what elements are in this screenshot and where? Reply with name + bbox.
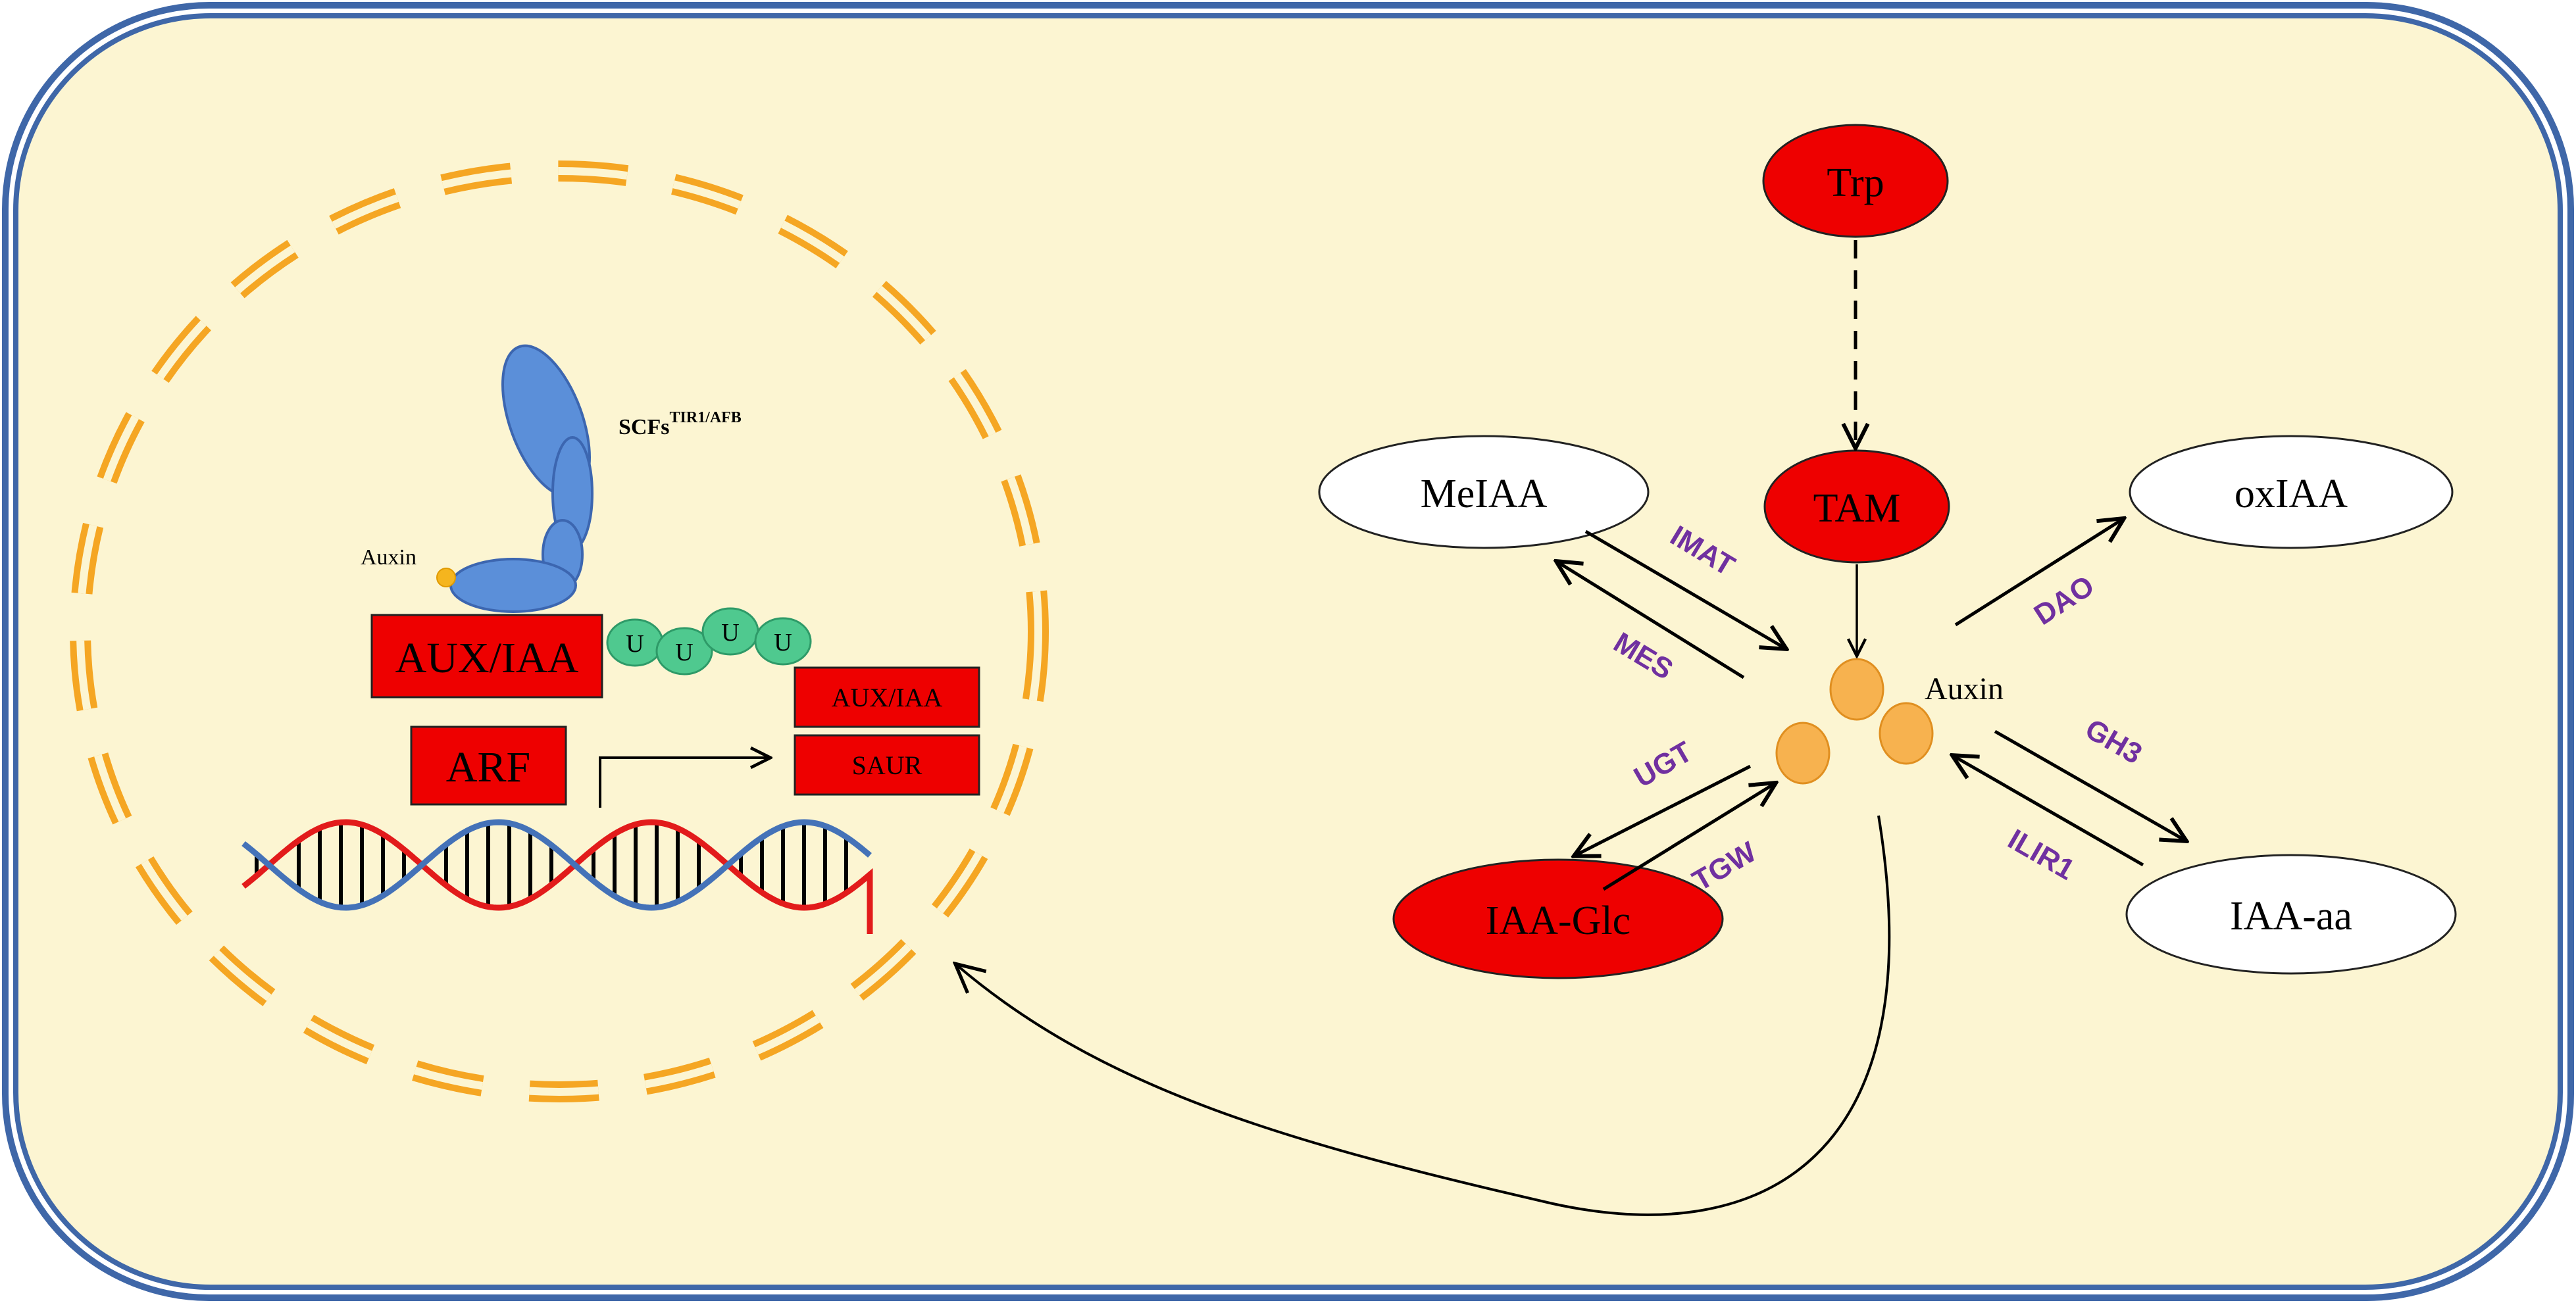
ubiquitin-1-label: U — [626, 630, 644, 658]
cell-body — [13, 13, 2563, 1290]
target-gene-aux-iaa-label: AUX/IAA — [832, 683, 943, 712]
arrow-auxin-to-iaa-aa — [1994, 729, 2185, 840]
node-trp-label: Trp — [1827, 160, 1884, 205]
transcription-arrow — [599, 758, 769, 808]
dna-double-helix — [241, 819, 873, 934]
auxin-pool — [1775, 658, 1934, 785]
dna-strand-blue — [241, 819, 872, 911]
arrow-iaa-glc-to-auxin — [1602, 784, 1774, 891]
auxin-metabolism: Trp TAM MeIAA oxIAA IAA-Glc IAA-aa Auxin — [957, 124, 2457, 1216]
ubiquitin-4 — [754, 617, 812, 666]
target-gene-saur-label: SAUR — [852, 750, 922, 780]
arrow-auxin-to-meiaa — [1558, 562, 1745, 679]
auxin-molecule-1 — [1829, 658, 1884, 721]
node-iaa-aa — [2125, 854, 2457, 975]
receptor-label: SCFsTIR1/AFB — [619, 409, 742, 439]
node-meiaa-label: MeIAA — [1421, 472, 1548, 516]
nuclear-auxin-label: Auxin — [361, 545, 417, 570]
scf-receptor-complex — [436, 344, 593, 613]
ubiquitin-3-label: U — [721, 619, 739, 647]
bound-auxin-dot — [436, 568, 456, 587]
ubiquitin-4-label: U — [774, 629, 792, 656]
arf-label: ARF — [446, 743, 530, 791]
dna-strand-red — [241, 819, 873, 934]
arf-box — [410, 725, 567, 806]
ubiquitin-chain: U U U U — [606, 607, 812, 676]
receptor-subunit-bottom — [449, 558, 577, 613]
aux-iaa-repressor-label: AUX/IAA — [395, 634, 579, 682]
auxin-molecule-3 — [1879, 702, 1934, 765]
node-oxiaa-label: oxIAA — [2235, 472, 2348, 516]
node-oxiaa — [2129, 435, 2454, 549]
node-iaa-glc-label: IAA-Glc — [1486, 898, 1630, 943]
nucleus: SCFsTIR1/AFB Auxin AUX/IAA U U U U ARF A… — [70, 160, 1049, 1102]
aux-iaa-repressor-box — [370, 614, 603, 699]
ubiquitin-2 — [655, 627, 713, 676]
target-gene-saur-box — [794, 734, 980, 796]
node-meiaa — [1318, 435, 1650, 549]
target-gene-aux-iaa-box — [794, 666, 980, 728]
auxin-molecule-2 — [1775, 722, 1831, 785]
arrow-auxin-to-oxiaa — [1954, 520, 2122, 627]
nuclear-envelope-dash-inner — [76, 167, 1042, 1096]
node-tam-label: TAM — [1813, 486, 1901, 531]
node-iaa-glc — [1392, 858, 1724, 979]
ubiquitin-2-label: U — [675, 639, 693, 666]
arrow-iaa-aa-to-auxin — [1954, 756, 2144, 867]
node-trp — [1762, 124, 1949, 238]
auxin-pool-label: Auxin — [1925, 672, 2004, 706]
node-iaa-aa-label: IAA-aa — [2230, 894, 2352, 939]
arrow-meiaa-to-auxin — [1584, 529, 1784, 648]
arrow-auxin-to-iaa-glc — [1576, 764, 1752, 855]
dna-base-pairs — [255, 822, 848, 908]
arrow-auxin-to-nucleus — [957, 815, 1891, 1216]
